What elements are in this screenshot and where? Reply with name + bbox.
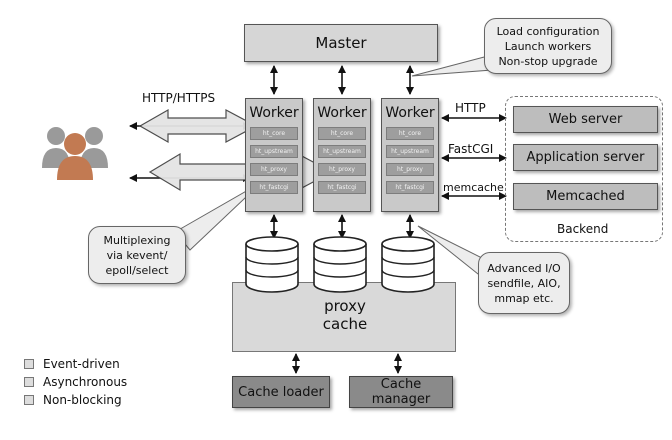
master-callout: Load configuration Launch workers Non-st… [484, 18, 612, 74]
callout-line: sendfile, AIO, [487, 276, 561, 290]
module-proxy: ht_proxy [386, 163, 434, 176]
worker-1: Worker ht_core ht_upstream ht_proxy ht_f… [245, 98, 303, 212]
database-disk-icon [313, 236, 367, 293]
web-server-box: Web server [513, 106, 658, 133]
database-disk-icon [245, 236, 299, 293]
module-fastcgi: ht_fastcgi [318, 181, 366, 194]
module-fastcgi: ht_fastcgi [250, 181, 298, 194]
module-upstream: ht_upstream [250, 145, 298, 158]
users-group-icon [42, 127, 108, 180]
legend-marker [24, 359, 34, 369]
legend-item: Non-blocking [24, 393, 122, 407]
proxy-cache-area [232, 282, 456, 352]
client-protocol-label: HTTP/HTTPS [142, 91, 216, 105]
legend-label: Event-driven [43, 357, 120, 371]
io-callout: Advanced I/O sendfile, AIO, mmap etc. [478, 252, 570, 314]
module-core: ht_core [250, 127, 298, 140]
module-upstream: ht_upstream [386, 145, 434, 158]
multiplex-big-arrow [148, 152, 334, 192]
callout-line: via kevent/ [106, 248, 168, 262]
memcache-label: memcache [443, 181, 504, 194]
http-https-big-arrow [138, 108, 258, 144]
memcached-box: Memcached [513, 183, 658, 210]
callout-line: Multiplexing [103, 233, 171, 247]
cache-manager-box: Cache manager [349, 376, 453, 408]
legend-label: Non-blocking [43, 393, 122, 407]
module-proxy: ht_proxy [250, 163, 298, 176]
proxy-cache-line: cache [322, 315, 368, 333]
proxy-cache-label: proxy cache [300, 297, 390, 333]
application-server-label: Application server [526, 150, 645, 165]
worker-label: Worker [249, 105, 299, 121]
callout-line: epoll/select [105, 263, 169, 277]
worker-3: Worker ht_core ht_upstream ht_proxy ht_f… [381, 98, 439, 212]
fastcgi-label: FastCGI [448, 142, 494, 156]
master-box: Master [244, 24, 438, 62]
legend-marker [24, 395, 34, 405]
module-fastcgi: ht_fastcgi [386, 181, 434, 194]
cache-loader-box: Cache loader [232, 376, 330, 408]
callout-line: Load configuration [496, 24, 600, 38]
callout-line: Non-stop upgrade [498, 54, 598, 68]
module-core: ht_core [318, 127, 366, 140]
worker-label: Worker [385, 105, 435, 121]
cache-loader-label: Cache loader [238, 384, 324, 400]
module-core: ht_core [386, 127, 434, 140]
worker-label: Worker [317, 105, 367, 121]
worker-2: Worker ht_core ht_upstream ht_proxy ht_f… [313, 98, 371, 212]
application-server-box: Application server [513, 144, 658, 171]
callout-line: Launch workers [504, 39, 592, 53]
cache-manager-label: Cache manager [371, 377, 431, 407]
legend-label: Asynchronous [43, 375, 128, 389]
module-upstream: ht_upstream [318, 145, 366, 158]
module-proxy: ht_proxy [318, 163, 366, 176]
legend-marker [24, 377, 34, 387]
legend-item: Asynchronous [24, 375, 127, 389]
multiplex-callout: Multiplexing via kevent/ epoll/select [88, 226, 186, 284]
web-server-label: Web server [548, 112, 623, 127]
master-label: Master [315, 34, 367, 52]
callout-line: mmap etc. [494, 291, 554, 305]
legend-item: Event-driven [24, 357, 120, 371]
memcached-label: Memcached [546, 189, 625, 204]
backend-group [505, 96, 663, 242]
proxy-cache-line: proxy [324, 297, 366, 315]
database-disk-icon [381, 236, 435, 293]
callout-line: Advanced I/O [487, 261, 561, 275]
http-label: HTTP [455, 101, 486, 115]
backend-title: Backend [557, 222, 609, 236]
